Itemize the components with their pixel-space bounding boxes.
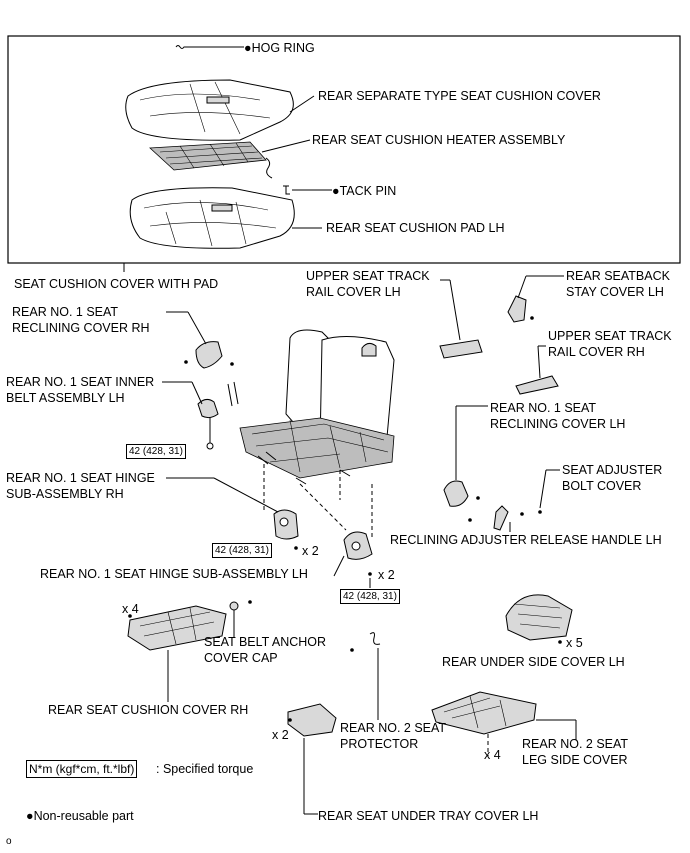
tack-pin-callout: ●TACK PIN <box>332 183 396 199</box>
hinge-lh-part <box>333 531 373 588</box>
upper-track-rh-label-2: RAIL COVER RH <box>548 345 645 359</box>
leg-side-label-2: LEG SIDE COVER <box>522 753 628 767</box>
hinge-rh-label-1: REAR NO. 1 SEAT HINGE <box>6 471 155 485</box>
legend-torque-desc: : Specified torque <box>156 762 254 776</box>
heater-assembly-part <box>149 139 311 179</box>
adj-bolt-label-1: SEAT ADJUSTER <box>562 463 663 477</box>
footer-mark: o <box>6 836 12 847</box>
recl-cover-lh-label-2: RECLINING COVER LH <box>490 417 626 431</box>
tack-pin-label: TACK PIN <box>339 184 397 198</box>
recl-cover-rh-label-1: REAR NO. 1 SEAT <box>12 305 119 319</box>
hinge-rh-multiplier: x 2 <box>302 544 319 558</box>
seatback-stay-label-1: REAR SEATBACK <box>566 269 670 283</box>
under-side-cover-part <box>505 594 573 644</box>
seat-cushion-cover-part <box>125 79 315 141</box>
cover-with-pad-label: SEAT CUSHION COVER WITH PAD <box>14 277 219 291</box>
torque-box-2: 42 (428, 31) <box>212 543 272 558</box>
tray-cover-part <box>287 703 337 815</box>
bullet-icon: ● <box>244 41 252 55</box>
protector-part <box>350 632 381 720</box>
nonreusable-label: Non-reusable part <box>33 809 134 823</box>
leg-side-multiplier: x 4 <box>484 748 501 762</box>
hinge-lh-multiplier: x 2 <box>378 568 395 582</box>
upper-track-cover-rh-part <box>515 345 559 395</box>
torque-box-1: 42 (428, 31) <box>126 444 186 459</box>
hog-ring-callout: ●HOG RING <box>244 40 315 56</box>
legend-nonreusable: ●Non-reusable part <box>26 808 134 824</box>
cushion-rh-multiplier: x 4 <box>122 602 139 616</box>
protector-label-1: REAR NO. 2 SEAT <box>340 721 447 735</box>
leg-side-label-1: REAR NO. 2 SEAT <box>522 737 629 751</box>
bullet-icon: ● <box>332 184 340 198</box>
belt-anchor-label-2: COVER CAP <box>204 651 278 665</box>
leg-side-cover-part <box>431 691 577 756</box>
cushion-cover-rh-part <box>127 605 227 702</box>
cushion-cover-label: REAR SEPARATE TYPE SEAT CUSHION COVER <box>318 89 601 103</box>
reclining-cover-rh-part <box>166 311 234 369</box>
seat-cushion-pad-part <box>129 187 322 249</box>
hinge-rh-part <box>166 477 299 550</box>
recl-cover-rh-label-2: RECLINING COVER RH <box>12 321 150 335</box>
hog-ring-label: HOG RING <box>251 41 315 55</box>
release-handle-label: RECLINING ADJUSTER RELEASE HANDLE LH <box>390 533 662 547</box>
upper-track-rh-label-1: UPPER SEAT TRACK <box>548 329 672 343</box>
seat-frame-part <box>239 329 395 485</box>
adj-bolt-label-2: BOLT COVER <box>562 479 642 493</box>
release-handle-part <box>493 469 560 532</box>
upper-track-lh-label-1: UPPER SEAT TRACK <box>306 269 430 283</box>
belt-anchor-cap-part <box>229 600 252 638</box>
heater-label: REAR SEAT CUSHION HEATER ASSEMBLY <box>312 133 566 147</box>
reclining-cover-lh-part <box>443 405 488 522</box>
upper-track-lh-label-2: RAIL COVER LH <box>306 285 401 299</box>
legend-torque-box: N*m (kgf*cm, ft.*lbf) <box>26 760 138 778</box>
inner-belt-label-1: REAR NO. 1 SEAT INNER <box>6 375 155 389</box>
seatback-stay-label-2: STAY COVER LH <box>566 285 664 299</box>
recl-cover-lh-label-1: REAR NO. 1 SEAT <box>490 401 597 415</box>
under-side-label: REAR UNDER SIDE COVER LH <box>442 655 625 669</box>
belt-anchor-label-1: SEAT BELT ANCHOR <box>204 635 327 649</box>
tack-pin-part <box>283 185 332 195</box>
tray-multiplier: x 2 <box>272 728 289 742</box>
hog-ring-part <box>175 45 244 49</box>
inner-belt-part <box>162 381 239 450</box>
under-side-multiplier: x 5 <box>566 636 583 650</box>
hinge-rh-label-2: SUB-ASSEMBLY RH <box>6 487 124 501</box>
protector-label-2: PROTECTOR <box>340 737 419 751</box>
bullet-icon: ● <box>26 809 34 823</box>
inner-belt-label-2: BELT ASSEMBLY LH <box>6 391 125 405</box>
cushion-pad-label: REAR SEAT CUSHION PAD LH <box>326 221 505 235</box>
cushion-cover-rh-label: REAR SEAT CUSHION COVER RH <box>48 703 249 717</box>
torque-box-3: 42 (428, 31) <box>340 589 400 604</box>
upper-track-cover-lh-part <box>439 279 483 359</box>
tray-cover-label: REAR SEAT UNDER TRAY COVER LH <box>318 809 539 823</box>
cushion-group-box <box>7 35 681 264</box>
hinge-lh-label: REAR NO. 1 SEAT HINGE SUB-ASSEMBLY LH <box>40 567 308 581</box>
guide-2 <box>299 483 347 531</box>
seatback-stay-cover-part <box>507 275 564 323</box>
